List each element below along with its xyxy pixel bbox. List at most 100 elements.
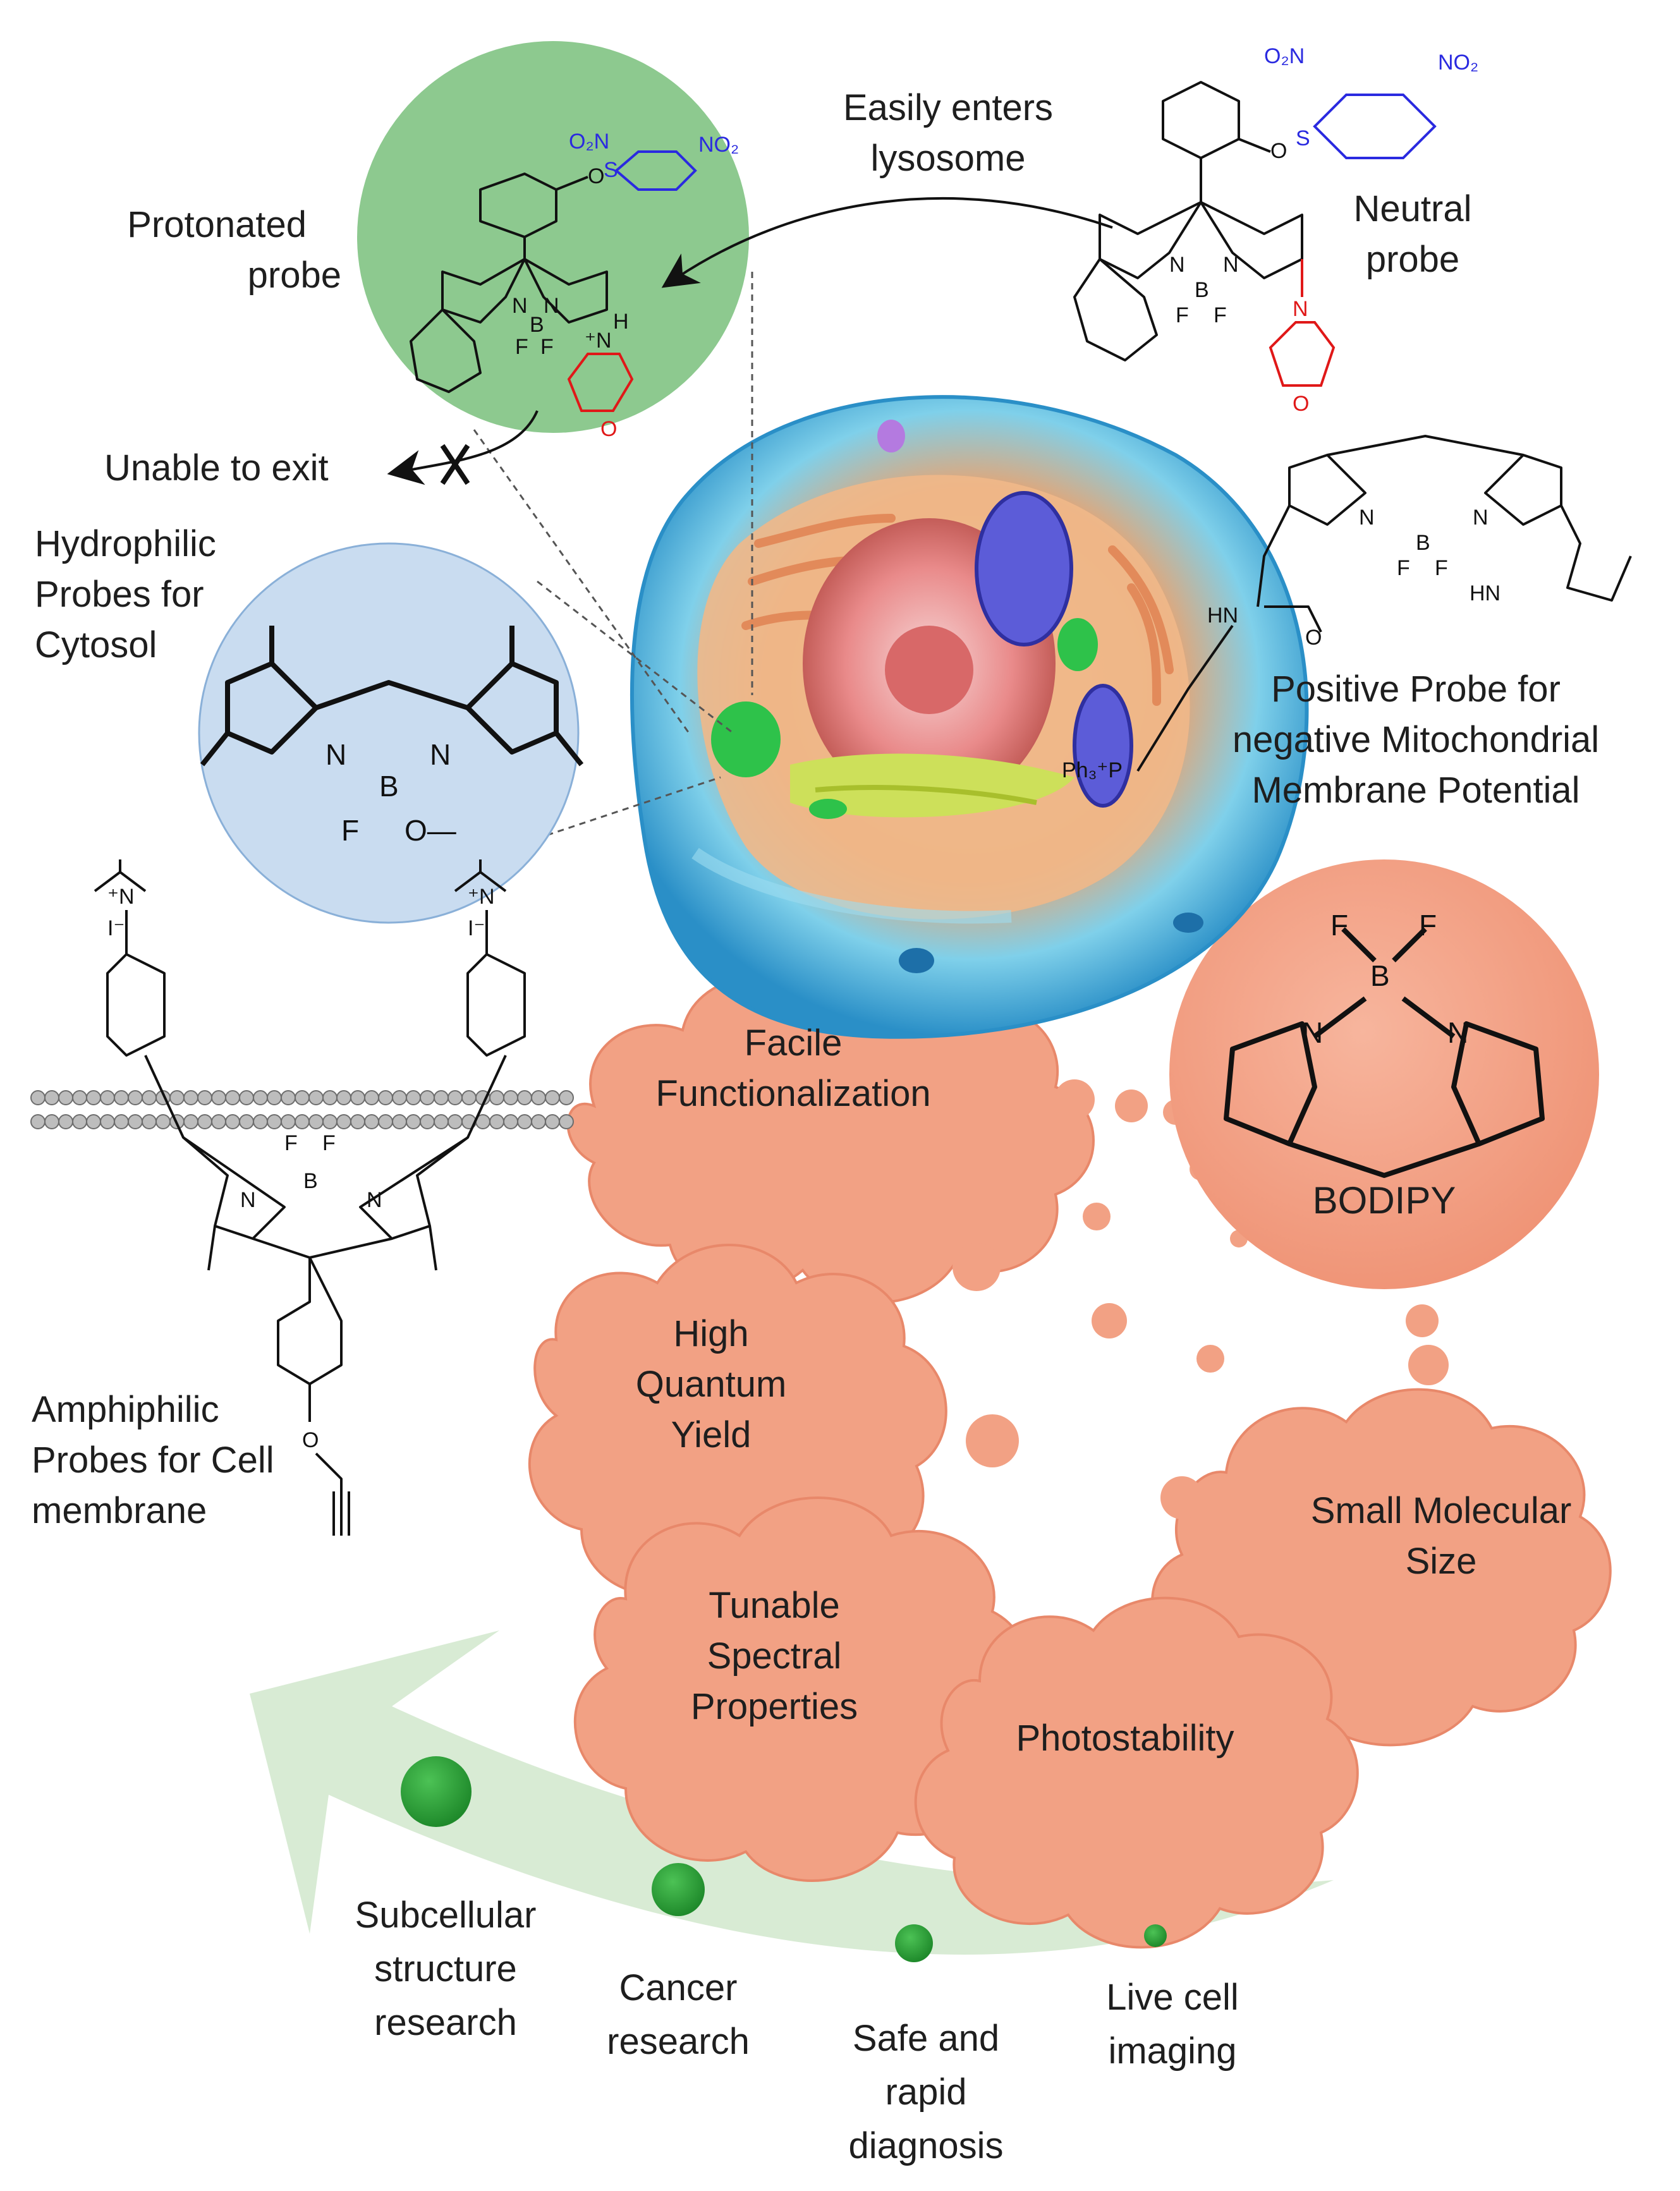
ap-n2: ⁺N (468, 885, 495, 909)
np-o-morph: O (1293, 392, 1309, 416)
lipid-head (100, 1114, 115, 1129)
hp-f: F (341, 814, 359, 847)
lipid-head (281, 1114, 296, 1129)
np-no2: NO₂ (1438, 51, 1478, 75)
text-small-molecular-size: Small Molecular Size (1311, 1490, 1572, 1582)
np-f1: F (1176, 303, 1189, 327)
lipid-head (517, 1114, 532, 1129)
bodipy-core-circle (1169, 859, 1599, 1289)
svg-text:Subcellular: Subcellular (355, 1895, 537, 1936)
svg-text:lysosome: lysosome (871, 138, 1026, 179)
bodipy-f-left: F (1330, 909, 1348, 942)
label-amphiphilic: Amphiphilic Probes for Cell membrane (32, 1389, 274, 1531)
label-unable-to-exit: Unable to exit (104, 447, 329, 489)
svg-text:Spectral: Spectral (707, 1636, 842, 1677)
np-n1: N (1169, 253, 1185, 277)
svg-text:research: research (374, 2002, 517, 2043)
lipid-head (295, 1114, 310, 1129)
lipid-head (239, 1090, 254, 1105)
ap-i2: I⁻ (468, 916, 485, 940)
lipid-head (267, 1090, 282, 1105)
mp-f1: F (1397, 556, 1410, 580)
pp-o2n: O₂N (569, 130, 609, 154)
lipid-head (183, 1114, 198, 1129)
pp-nplus: ⁺N (585, 329, 612, 353)
lipid-head (44, 1114, 59, 1129)
svg-text:Membrane Potential: Membrane Potential (1251, 770, 1580, 811)
lipid-head (211, 1114, 226, 1129)
lipid-head (308, 1090, 324, 1105)
label-easily-enters: Easily enters lysosome (843, 87, 1053, 179)
lipid-head (420, 1090, 435, 1105)
lipid-head (308, 1114, 324, 1129)
bodipy-n-left: N (1302, 1016, 1323, 1049)
lipid-head (114, 1114, 129, 1129)
neutral-probe-structure: O S O₂N NO₂ N N B F F N O (1073, 44, 1478, 416)
protonated-probe-structure: O S O₂N NO₂ N N B F F ⁺N H O (410, 130, 739, 441)
unable-exit-arrow (387, 410, 539, 485)
label-protonated-probe: Protonated probe (127, 204, 341, 296)
lipid-head (378, 1114, 393, 1129)
svg-text:negative Mitochondrial: negative Mitochondrial (1233, 719, 1599, 760)
lipid-head (447, 1114, 463, 1129)
np-s: S (1296, 126, 1310, 150)
lipid-head (545, 1090, 560, 1105)
lipid-head (503, 1114, 518, 1129)
hydrophilic-probe-circle (198, 542, 580, 924)
svg-text:research: research (607, 2021, 750, 2062)
svg-text:Quantum: Quantum (636, 1364, 787, 1405)
svg-text:Functionalization: Functionalization (655, 1073, 930, 1114)
lipid-head (128, 1090, 143, 1105)
lipid-head (392, 1090, 407, 1105)
svg-text:Properties: Properties (691, 1686, 858, 1727)
membrane-bilayer (30, 1090, 574, 1129)
hp-n1: N (326, 738, 346, 771)
lipid-head (142, 1090, 157, 1105)
text-cancer-research: Cancer research (607, 1967, 750, 2062)
svg-text:Safe and: Safe and (853, 2018, 999, 2059)
svg-text:Easily enters: Easily enters (843, 87, 1053, 128)
text-live-cell-imaging: Live cell imaging (1106, 1977, 1239, 2072)
lipid-head (86, 1114, 101, 1129)
lipid-head (155, 1114, 171, 1129)
lipid-head (239, 1114, 254, 1129)
pp-h: H (613, 310, 629, 334)
svg-text:High: High (673, 1313, 748, 1354)
mp-ph3p: Ph₃⁺P (1062, 758, 1123, 782)
lipid-head (44, 1090, 59, 1105)
lipid-head (114, 1090, 129, 1105)
ap-o: O (302, 1428, 319, 1452)
np-f2: F (1214, 303, 1227, 327)
lipid-head (406, 1090, 421, 1105)
lipid-head (350, 1090, 365, 1105)
lipid-head (364, 1090, 379, 1105)
np-o2n: O₂N (1264, 44, 1305, 68)
hydrophilic-probe-structure: N N B F O— (200, 626, 584, 847)
bodipy-b: B (1370, 959, 1390, 992)
svg-text:Amphiphilic: Amphiphilic (32, 1389, 219, 1430)
lipid-head (531, 1114, 546, 1129)
lipid-head (545, 1114, 560, 1129)
bodipy-label: BODIPY (1313, 1179, 1456, 1222)
mp-hn2: HN (1207, 604, 1238, 628)
pp-b: B (530, 313, 544, 337)
lipid-head (86, 1090, 101, 1105)
amphiphilic-probe-structure: ⁺N I⁻ ⁺N I⁻ N N B F F O (94, 859, 526, 1536)
svg-text:probe: probe (1366, 239, 1459, 280)
lipid-head (517, 1090, 532, 1105)
lipid-head (142, 1114, 157, 1129)
lipid-head (322, 1114, 338, 1129)
cloud-photostability (914, 1596, 1359, 1949)
pp-s: S (604, 158, 618, 182)
lipid-head (72, 1114, 87, 1129)
label-positive-probe: Positive Probe for negative Mitochondria… (1233, 669, 1599, 811)
svg-text:Cancer: Cancer (619, 1967, 738, 2008)
svg-text:Cytosol: Cytosol (35, 624, 157, 665)
ap-b: B (303, 1169, 318, 1193)
lipid-head (30, 1114, 46, 1129)
mp-n1: N (1359, 506, 1375, 530)
lipid-head (281, 1090, 296, 1105)
svg-text:Probes for: Probes for (35, 574, 204, 615)
mp-b: B (1416, 531, 1430, 555)
lipid-head (197, 1114, 212, 1129)
